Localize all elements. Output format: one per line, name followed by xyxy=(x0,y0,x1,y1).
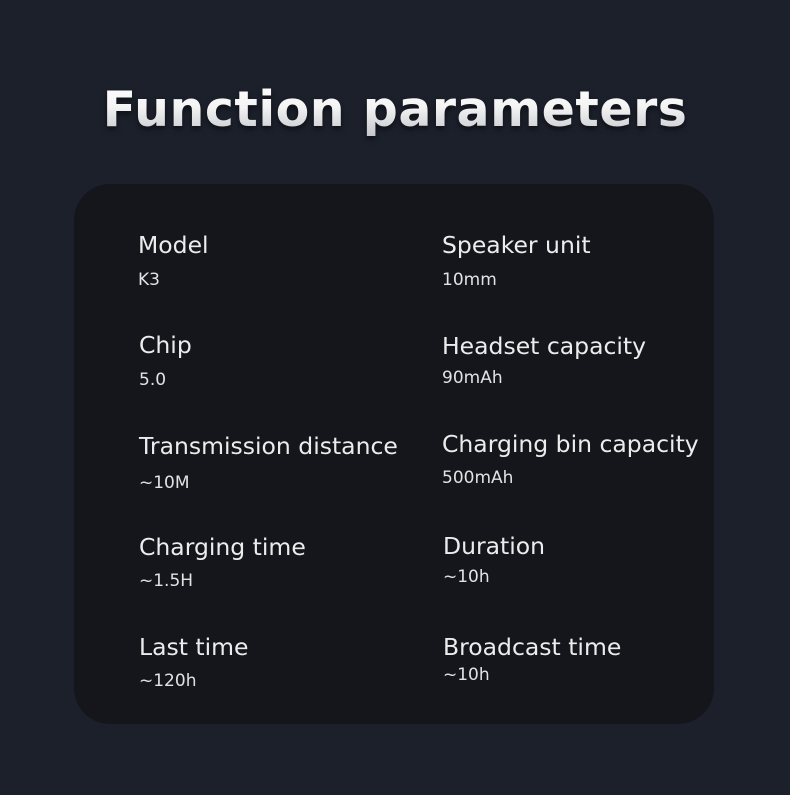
param-headset-capacity: Headset capacity 90mAh xyxy=(442,331,646,389)
param-model: Model K3 xyxy=(138,230,209,291)
param-value: 5.0 xyxy=(139,370,167,390)
param-value: ~10h xyxy=(443,665,490,685)
parameters-card: Model K3 Speaker unit 10mm Chip 5.0 Head… xyxy=(74,184,714,724)
param-label: Model xyxy=(138,231,209,259)
param-value: ~1.5H xyxy=(139,571,194,591)
param-label: Charging bin capacity xyxy=(442,430,699,458)
param-speaker-unit: Speaker unit 10mm xyxy=(442,230,591,291)
param-label: Transmission distance xyxy=(139,432,398,460)
param-value: ~10h xyxy=(443,567,490,587)
param-label: Chip xyxy=(139,331,192,359)
param-label: Headset capacity xyxy=(442,332,647,360)
param-label: Charging time xyxy=(139,533,306,561)
param-broadcast-time: Broadcast time ~10h xyxy=(443,632,621,686)
param-duration: Duration ~10h xyxy=(443,531,545,588)
param-label: Duration xyxy=(443,532,546,560)
param-label: Last time xyxy=(139,633,249,661)
param-charging-bin-capacity: Charging bin capacity 500mAh xyxy=(442,429,699,489)
param-value: 90mAh xyxy=(442,368,503,388)
param-value: K3 xyxy=(138,270,160,290)
page-title: Function parameters xyxy=(0,78,790,142)
param-value: ~120h xyxy=(139,671,197,691)
param-value: 500mAh xyxy=(442,468,514,488)
param-charging-time: Charging time ~1.5H xyxy=(139,532,306,592)
param-transmission-distance: Transmission distance ~10M xyxy=(139,431,398,494)
param-label: Speaker unit xyxy=(442,231,591,259)
param-value: 10mm xyxy=(442,270,497,290)
param-last-time: Last time ~120h xyxy=(139,632,249,692)
param-chip: Chip 5.0 xyxy=(139,330,192,391)
param-value: ~10M xyxy=(139,473,190,493)
param-label: Broadcast time xyxy=(443,633,622,661)
